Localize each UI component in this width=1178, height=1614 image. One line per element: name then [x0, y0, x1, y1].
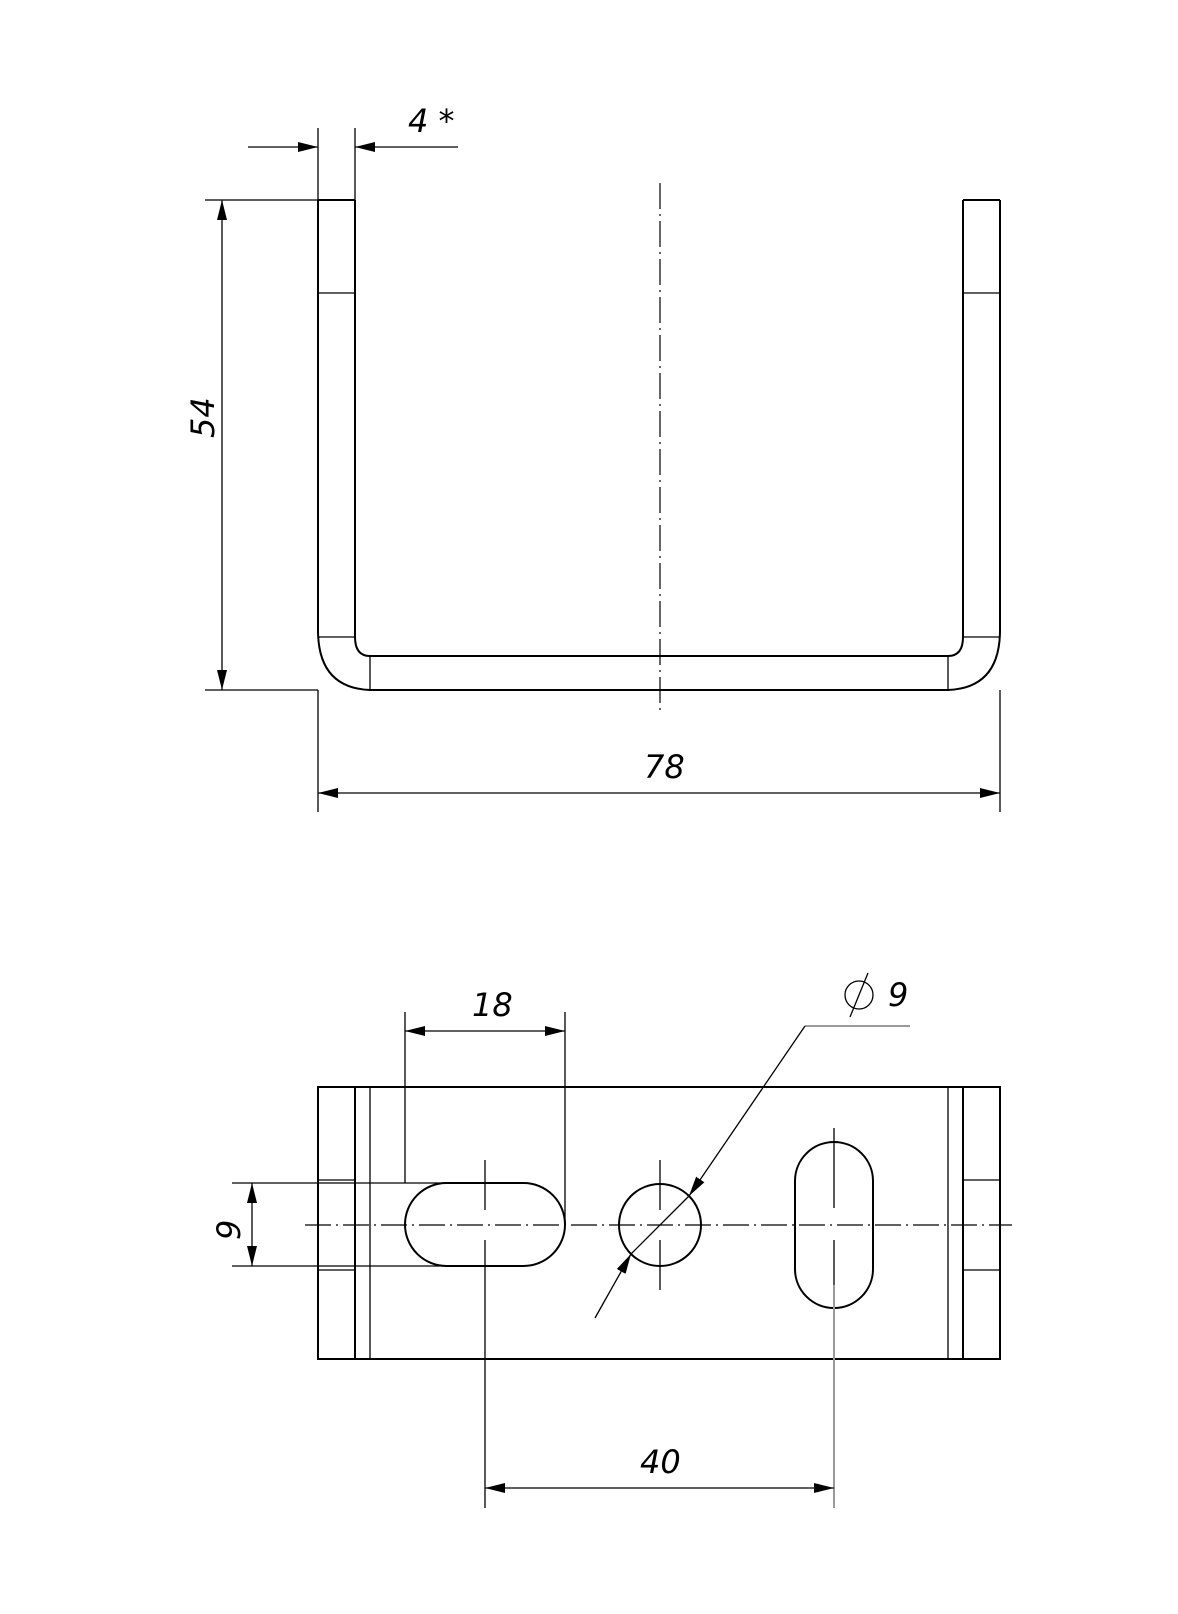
- slot-length-dimension: 18: [404, 986, 566, 1225]
- diameter-leader-upper: [688, 1025, 806, 1197]
- height-label: 54: [184, 397, 222, 438]
- width-label: 78: [644, 748, 685, 786]
- slot-length-label: 18: [472, 986, 513, 1024]
- width-dimension: 78: [317, 690, 1001, 812]
- front-view: 4 * 54 78: [184, 102, 1001, 812]
- hole-spacing-dimension: 40: [484, 1270, 835, 1508]
- thickness-dimension: 4 *: [248, 102, 458, 200]
- slot-width-label: 9: [210, 1220, 248, 1240]
- hole-spacing-label: 40: [640, 1443, 681, 1481]
- slot-width-dimension: 9: [210, 1182, 485, 1267]
- diameter-icon: [844, 972, 874, 1018]
- plate-outline: [317, 1086, 1001, 1360]
- height-dimension: 54: [184, 199, 318, 691]
- u-profile-inner: [354, 200, 964, 657]
- top-view: 18 9 9 40: [210, 972, 1012, 1508]
- hole-diameter-label: 9: [888, 976, 908, 1014]
- hole-diameter-dimension: 9: [594, 972, 910, 1319]
- thickness-label: 4 *: [408, 102, 455, 140]
- u-profile-outer: [317, 200, 1001, 691]
- diameter-leader-lower: [594, 1253, 632, 1319]
